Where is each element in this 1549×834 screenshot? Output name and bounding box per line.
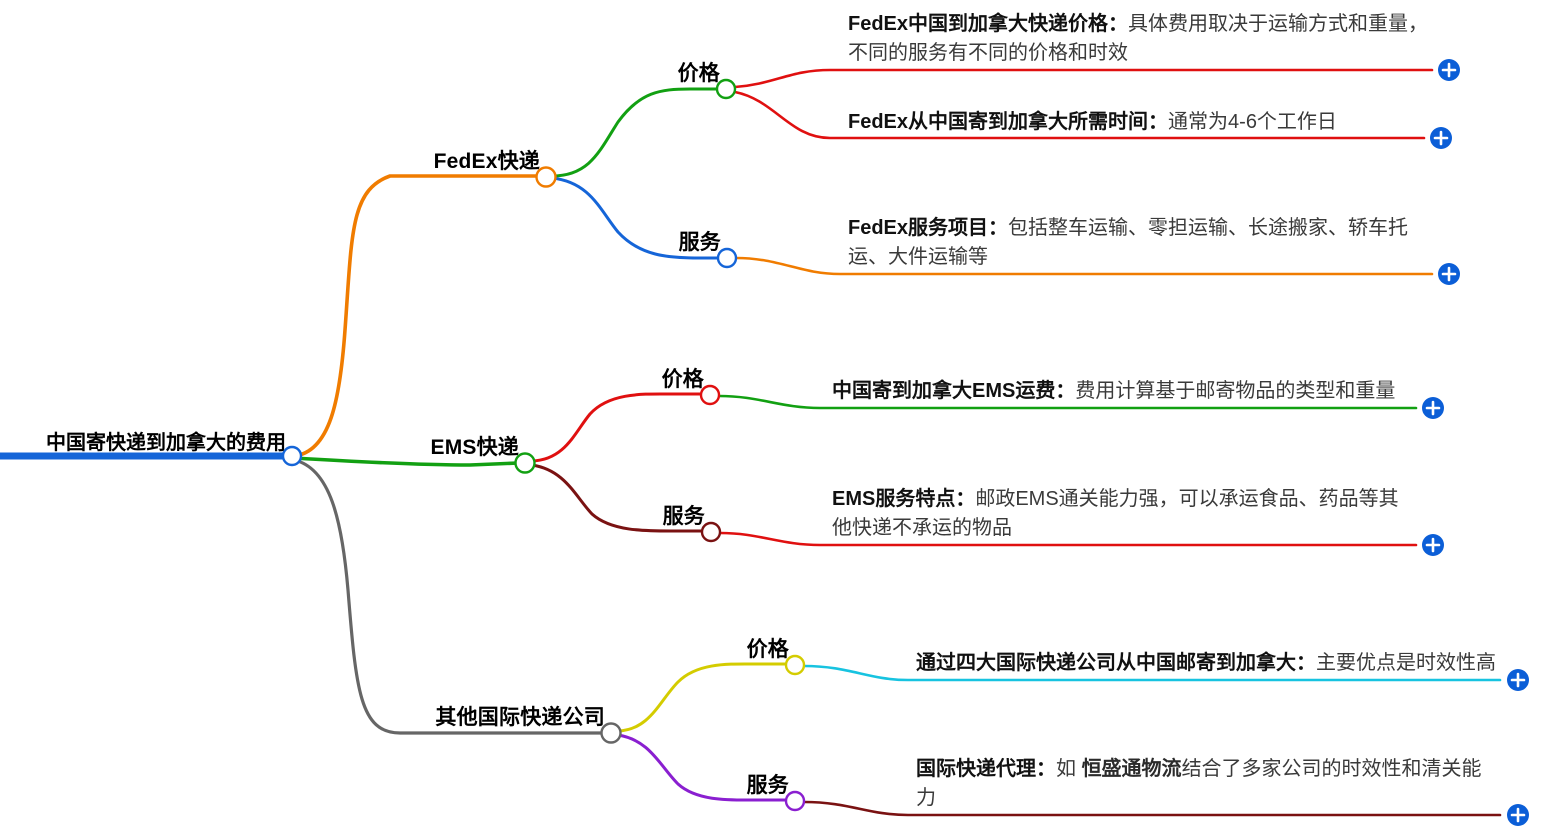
leaf-desc: 通常为4-6个工作日 (1168, 111, 1337, 133)
leaf-separator: ： (1108, 13, 1129, 35)
leaf-desc: 包括整车运输、零担运输、长途搬家、轿车托运、大件运输等 (848, 217, 1409, 268)
node-root[interactable] (281, 445, 303, 467)
subbranch-label-other-service[interactable]: 服务 (746, 774, 789, 797)
leaf-text-fedex-price-cost[interactable]: FedEx中国到加拿大快递价格：具体费用取决于运输方式和重量，不同的服务有不同的… (848, 10, 1438, 68)
edge-other-to-price (616, 662, 788, 733)
edge-price-to-leaf0 (733, 68, 1434, 89)
edge-other-to-service (616, 733, 788, 802)
leaf-text-other-service-agent[interactable]: 国际快递代理：如 恒盛通物流结合了多家公司的时效性和清关能力 (916, 755, 1496, 813)
edge-otherprice-to-leaf5 (802, 664, 1502, 682)
node-fedex[interactable] (535, 166, 557, 188)
edge-fedex-to-price (550, 87, 720, 178)
leaf-separator: ： (1055, 380, 1076, 402)
leaf-desc: 具体费用取决于运输方式和重量，不同的服务有不同的价格和时效 (848, 13, 1429, 64)
leaf-text-fedex-price-time[interactable]: FedEx从中国寄到加拿大所需时间：通常为4-6个工作日 (848, 108, 1438, 137)
expand-button-leaf3[interactable] (1422, 397, 1444, 419)
node-ems-price[interactable] (699, 384, 721, 406)
leaf-text-ems-price-cost[interactable]: 中国寄到加拿大EMS运费：费用计算基于邮寄物品的类型和重量 (832, 377, 1407, 406)
branch-label-other[interactable]: 其他国际快递公司 (435, 706, 605, 729)
leaf-text-ems-service-features[interactable]: EMS服务特点：邮政EMS通关能力强，可以承运食品、药品等其他快递不承运的物品 (832, 485, 1407, 543)
edge-root-to-ems (292, 456, 520, 467)
expand-button-leaf0[interactable] (1438, 59, 1460, 81)
node-fedex-service[interactable] (716, 247, 738, 269)
leaf-separator: ： (988, 217, 1009, 239)
leaf-desc: 邮政EMS通关能力强，可以承运食品、药品等其他快递不承运的物品 (832, 488, 1399, 539)
edge-ems-to-price (530, 392, 702, 463)
leaf-separator: ： (1036, 758, 1056, 780)
expand-button-leaf1[interactable] (1430, 127, 1452, 149)
node-other[interactable] (600, 722, 622, 744)
node-other-price[interactable] (784, 654, 806, 676)
expand-button-leaf5[interactable] (1507, 669, 1529, 691)
node-ems[interactable] (514, 452, 536, 474)
edge-ems-to-service (530, 463, 704, 533)
leaf-desc: 费用计算基于邮寄物品的类型和重量 (1075, 380, 1396, 402)
edge-service-to-leaf2 (734, 256, 1434, 276)
subbranch-label-fedex-service[interactable]: 服务 (678, 231, 721, 254)
leaf-desc: 主要优点是时效性高 (1316, 652, 1496, 674)
leaf-lead: FedEx中国到加拿大快递价格 (848, 13, 1109, 35)
leaf-lead: EMS服务特点 (832, 488, 956, 510)
leaf-lead: FedEx服务项目 (848, 217, 989, 239)
leaf-desc-c: 结合了多家公司的时效性和清关能力 (916, 758, 1482, 809)
leaf-desc-a: 如 (1056, 758, 1082, 780)
subbranch-label-ems-price[interactable]: 价格 (661, 368, 704, 391)
edge-root-to-fedex (292, 174, 547, 458)
leaf-desc-brand: 恒盛通物流 (1081, 758, 1182, 780)
subbranch-label-other-price[interactable]: 价格 (746, 638, 789, 661)
edge-otherservice-to-leaf6 (802, 800, 1502, 817)
edge-root-to-other (292, 458, 606, 735)
edge-emsprice-to-leaf3 (717, 394, 1418, 410)
root-node-label[interactable]: 中国寄快递到加拿大的费用 (46, 432, 286, 454)
subbranch-label-ems-service[interactable]: 服务 (662, 505, 705, 528)
leaf-text-other-price-bigfour[interactable]: 通过四大国际快递公司从中国邮寄到加拿大：主要优点是时效性高 (916, 649, 1496, 678)
leaf-lead: 中国寄到加拿大EMS运费 (832, 380, 1056, 402)
edge-emsservice-to-leaf4 (718, 531, 1418, 547)
leaf-lead: 国际快递代理 (916, 758, 1036, 780)
node-ems-service[interactable] (700, 521, 722, 543)
branch-label-fedex[interactable]: FedEx快递 (433, 150, 540, 173)
leaf-lead: 通过四大国际快递公司从中国邮寄到加拿大 (916, 652, 1296, 674)
expand-button-leaf4[interactable] (1422, 534, 1444, 556)
node-other-service[interactable] (784, 790, 806, 812)
expand-button-leaf6[interactable] (1507, 804, 1529, 826)
edge-price-to-leaf1 (733, 90, 1426, 140)
branch-label-ems[interactable]: EMS快递 (430, 436, 519, 459)
leaf-separator: ： (1296, 652, 1316, 674)
leaf-separator: ： (955, 488, 976, 510)
leaf-text-fedex-service-items[interactable]: FedEx服务项目：包括整车运输、零担运输、长途搬家、轿车托运、大件运输等 (848, 214, 1428, 272)
subbranch-label-fedex-price[interactable]: 价格 (677, 62, 720, 85)
node-fedex-price[interactable] (715, 78, 737, 100)
expand-button-leaf2[interactable] (1438, 263, 1460, 285)
leaf-lead: FedEx从中国寄到加拿大所需时间 (848, 111, 1149, 133)
edge-fedex-to-service (550, 176, 720, 260)
leaf-separator: ： (1148, 111, 1169, 133)
